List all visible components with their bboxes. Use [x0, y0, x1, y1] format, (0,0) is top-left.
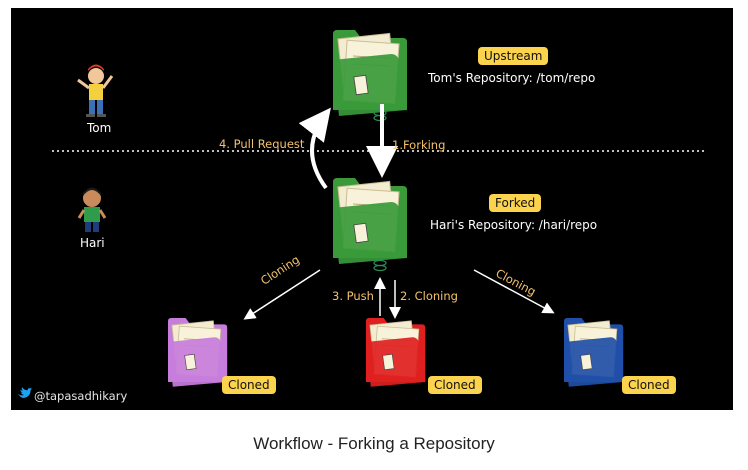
forking-label: 1.Forking — [392, 138, 446, 152]
cloned-folder-purple-icon — [167, 317, 228, 388]
cloning-left-arrow — [243, 269, 321, 320]
tom-label: Tom — [87, 121, 112, 135]
hari-avatar-icon — [77, 187, 107, 232]
cloned-folder-red-icon — [365, 317, 426, 388]
cloned-badge-blue: Cloned — [622, 376, 676, 394]
hari-label: Hari — [80, 236, 105, 250]
pull-request-arrow — [298, 107, 331, 190]
tom-avatar-icon — [77, 64, 114, 117]
figure-caption: Workflow - Forking a Repository — [253, 434, 495, 453]
paperclip-icon — [373, 259, 387, 272]
credit-handle: @tapasadhikary — [34, 389, 128, 403]
cloning-right-arrow — [473, 269, 555, 314]
cloned-badge-red: Cloned — [428, 376, 482, 394]
upstream-badge: Upstream — [478, 47, 549, 65]
push-label: 3. Push — [332, 289, 374, 303]
twitter-icon — [18, 387, 33, 398]
upstream-repo-path: Tom's Repository: /tom/repo — [428, 71, 596, 85]
forked-repo-path: Hari's Repository: /hari/repo — [430, 218, 598, 232]
pull-request-label: 4. Pull Request — [219, 137, 305, 151]
cloned-badge-purple: Cloned — [222, 376, 276, 394]
cloning-label: 2. Cloning — [400, 289, 458, 303]
forked-folder-icon — [332, 177, 408, 265]
forked-badge: Forked — [489, 194, 542, 212]
upstream-folder-icon — [332, 29, 408, 117]
cloned-folder-blue-icon — [563, 317, 624, 388]
